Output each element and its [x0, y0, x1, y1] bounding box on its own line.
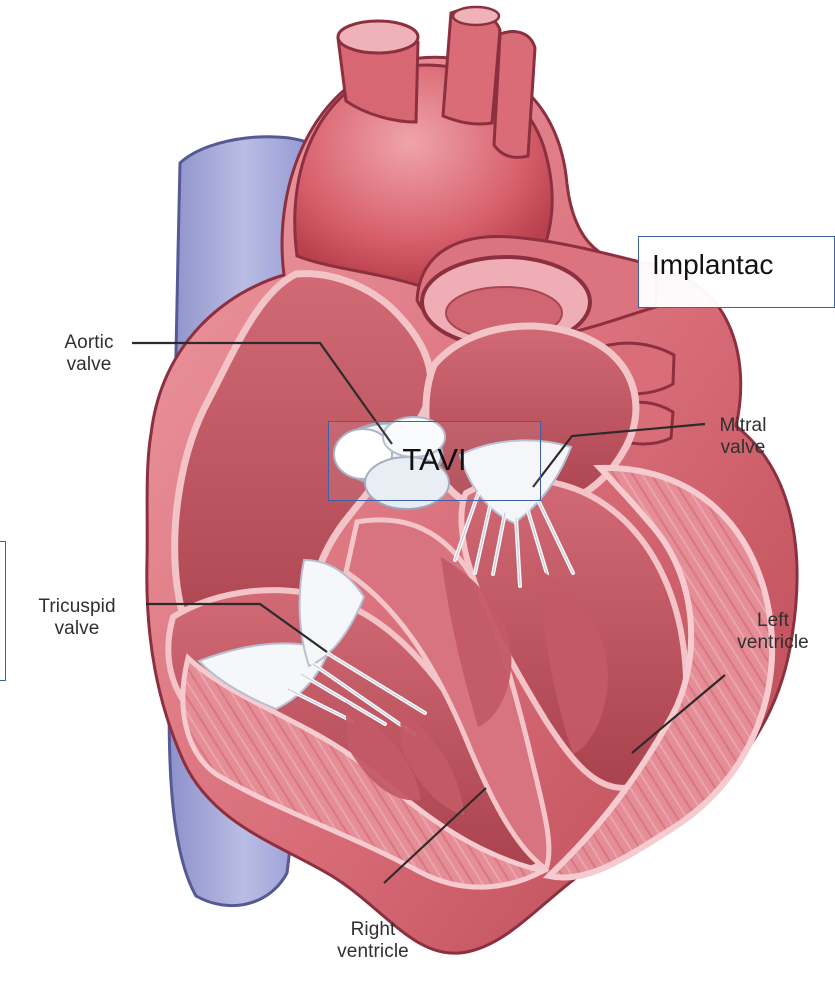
implant-overlay-text: Implantac: [652, 249, 773, 280]
tavi-overlay-box: TAVI: [328, 421, 541, 501]
left-edge-overlay-box: [0, 541, 6, 681]
left-ventricle-label: Left ventricle: [718, 610, 828, 654]
left-subclavian-artery: [494, 32, 535, 158]
tavi-overlay-text: TAVI: [402, 444, 466, 475]
tricuspid-valve-label: Tricuspid valve: [14, 596, 140, 640]
artery-opening: [338, 21, 418, 53]
artery-opening: [453, 7, 499, 25]
implant-overlay-box: Implantac: [638, 236, 835, 308]
left-carotid-artery: [443, 10, 500, 124]
mitral-valve-label: Mitral valve: [708, 415, 778, 459]
right-ventricle-label: Right ventricle: [318, 919, 428, 963]
aortic-valve-label: Aortic valve: [52, 332, 126, 376]
